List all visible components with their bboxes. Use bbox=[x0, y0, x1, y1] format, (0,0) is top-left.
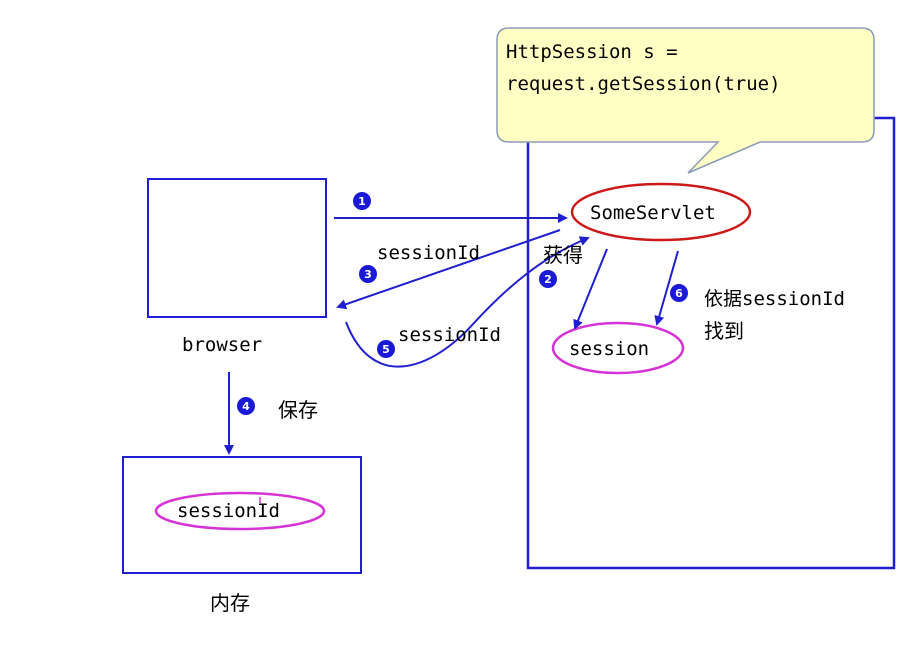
svg-text:3: 3 bbox=[364, 268, 372, 281]
badge-3: 3 bbox=[359, 265, 377, 283]
badge-4: 4 bbox=[237, 397, 255, 415]
arrow-5-curve bbox=[345, 236, 590, 368]
servlet-ellipse bbox=[570, 182, 752, 242]
find-label-line-2: 找到 bbox=[704, 319, 744, 343]
save-label: 保存 bbox=[278, 398, 318, 422]
arrow-3-label: sessionId bbox=[377, 242, 480, 264]
find-label-line-1: 依据sessionId bbox=[704, 288, 845, 310]
badge-5: 5 bbox=[377, 340, 395, 358]
svg-text:1: 1 bbox=[358, 195, 366, 208]
memory-sessionid-label: sessionId bbox=[177, 500, 280, 522]
svg-text:5: 5 bbox=[382, 343, 390, 356]
arrow-5-label: sessionId bbox=[398, 324, 501, 346]
arrow-2-create bbox=[573, 248, 608, 330]
code-callout bbox=[496, 27, 875, 174]
memory-box bbox=[122, 456, 362, 574]
memory-label: 内存 bbox=[210, 591, 250, 615]
svg-text:2: 2 bbox=[544, 273, 552, 286]
svg-text:6: 6 bbox=[675, 287, 683, 300]
arrow-3-response bbox=[336, 229, 561, 310]
callout-line-2: request.getSession(true) bbox=[506, 73, 781, 95]
badge-1: 1 bbox=[353, 192, 371, 210]
memory-sessionid-ellipse bbox=[154, 491, 326, 531]
badge-2: 2 bbox=[539, 270, 557, 288]
svg-text:4: 4 bbox=[242, 400, 250, 413]
badge-6: 6 bbox=[670, 284, 688, 302]
session-label: session bbox=[569, 338, 649, 360]
callout-line-1: HttpSession s = bbox=[506, 41, 678, 63]
browser-box bbox=[147, 178, 327, 318]
servlet-label: SomeServlet bbox=[590, 202, 716, 224]
session-ellipse bbox=[551, 321, 685, 375]
browser-label: browser bbox=[182, 334, 262, 356]
obtain-label: 获得 bbox=[543, 243, 583, 267]
arrow-6-find bbox=[654, 250, 679, 326]
